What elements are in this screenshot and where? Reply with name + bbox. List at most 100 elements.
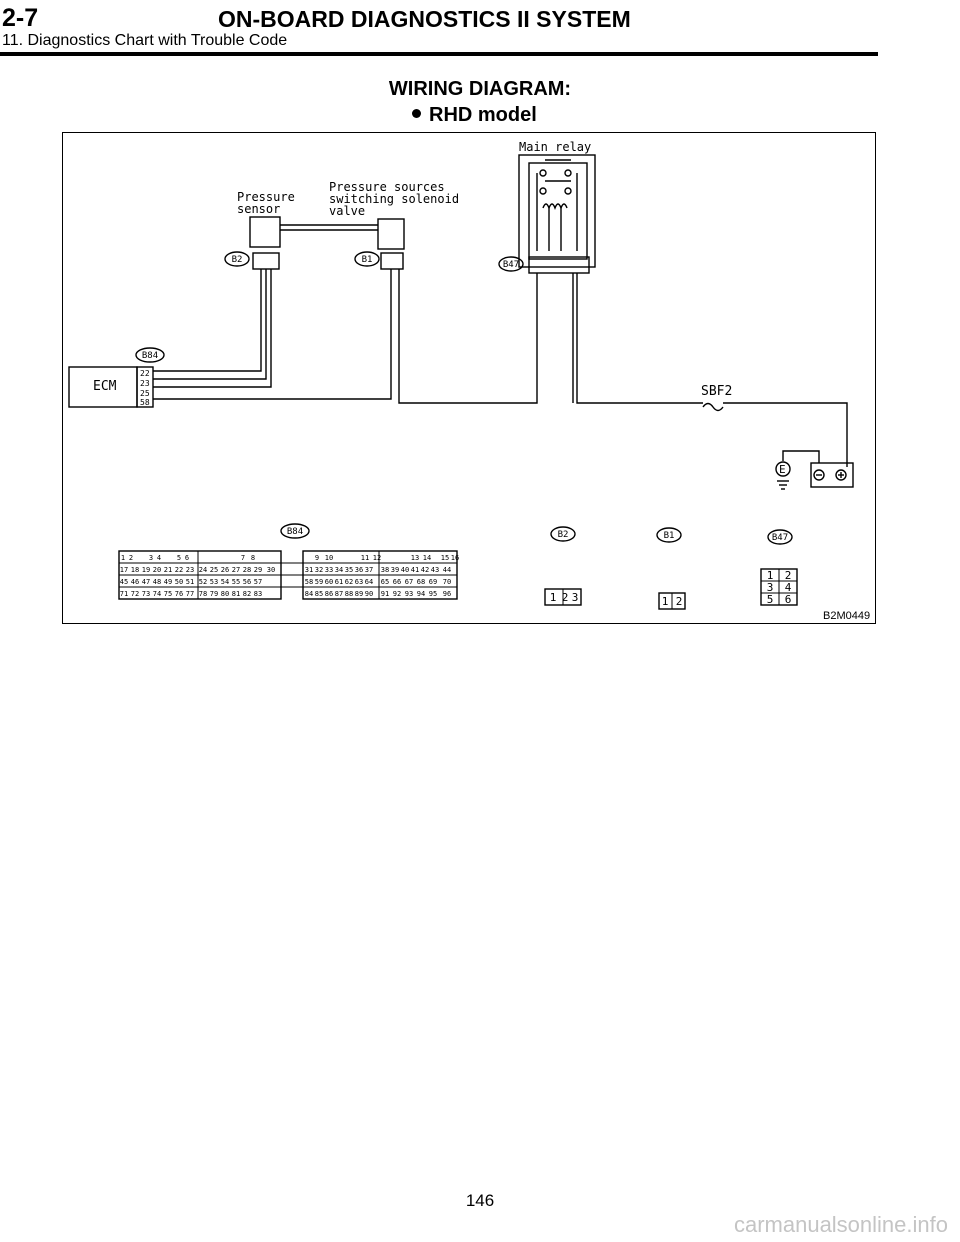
b84-pin: 26	[221, 566, 229, 574]
b84-pin: 12	[373, 554, 381, 562]
b1-pin: 1	[662, 595, 669, 608]
b84-pin: 17	[120, 566, 128, 574]
main-relay-label: Main relay	[519, 140, 591, 154]
b84-pin: 36	[355, 566, 363, 574]
b47-pin: 4	[785, 581, 792, 594]
b84-pin: 47	[142, 578, 150, 586]
b84-pin: 50	[175, 578, 183, 586]
b84-pin: 6	[185, 554, 189, 562]
b84-pin: 18	[131, 566, 139, 574]
b84-pin: 91	[381, 590, 389, 598]
connector-b2-body	[252, 252, 280, 270]
sbf2-label: SBF2	[701, 384, 732, 399]
b84-pin: 61	[335, 578, 343, 586]
b84-pin: 65	[381, 578, 389, 586]
b47-pin: 1	[767, 569, 774, 582]
b84-pin: 37	[365, 566, 373, 574]
diagram-title: WIRING DIAGRAM:	[388, 78, 572, 100]
b84-pin: 44	[443, 566, 451, 574]
b84-pin: 83	[254, 590, 262, 598]
b84-pin: 58	[305, 578, 313, 586]
b84-pin: 57	[254, 578, 262, 586]
earth-label: E	[779, 463, 786, 476]
b84-pin: 85	[315, 590, 323, 598]
pressure-sensor-body	[249, 216, 281, 248]
b84-pin: 76	[175, 590, 183, 598]
connector-b47-body	[528, 256, 590, 274]
b84-pin: 51	[186, 578, 194, 586]
b84-pin: 54	[221, 578, 229, 586]
bullet-icon	[412, 109, 421, 118]
b47-pin: 6	[785, 593, 792, 606]
connector-tag-b47: B47	[503, 260, 519, 270]
wiring-diagram-figure: Main relay Pressure sensor Pressure sour…	[62, 132, 876, 624]
b84-pin: 45	[120, 578, 128, 586]
b84-pin: 3	[149, 554, 153, 562]
valve-label-3: valve	[329, 204, 365, 218]
b84-pin: 60	[325, 578, 333, 586]
solenoid-valve-body	[377, 218, 405, 250]
b84-pin: 84	[305, 590, 313, 598]
b84-pin: 33	[325, 566, 333, 574]
b84-pin: 1	[121, 554, 125, 562]
b84-pin: 28	[243, 566, 251, 574]
b84-pin: 32	[315, 566, 323, 574]
connector-tag-b84: B84	[142, 351, 158, 361]
b84-pin: 96	[443, 590, 451, 598]
b84-pin: 87	[335, 590, 343, 598]
b84-pin: 2	[129, 554, 133, 562]
b84-pin: 62	[345, 578, 353, 586]
page-title: ON-BOARD DIAGNOSTICS II SYSTEM	[218, 6, 631, 32]
connector-tag-b2: B2	[232, 255, 243, 265]
b84-pin: 71	[120, 590, 128, 598]
b84-pin: 38	[381, 566, 389, 574]
connector-b1-body	[380, 252, 404, 270]
b84-pin: 81	[232, 590, 240, 598]
b84-pin: 4	[157, 554, 161, 562]
b84-pin: 93	[405, 590, 413, 598]
b84-pin: 59	[315, 578, 323, 586]
connector-tag-b47: B47	[772, 533, 788, 543]
b84-pin: 56	[243, 578, 251, 586]
b84-pin: 77	[186, 590, 194, 598]
main-relay-box	[518, 154, 596, 268]
b84-pin: 94	[417, 590, 425, 598]
b84-pin: 89	[355, 590, 363, 598]
b84-pin: 22	[175, 566, 183, 574]
diagram-subtitle: RHD model	[412, 104, 537, 127]
b84-pin: 31	[305, 566, 313, 574]
b47-pin: 3	[767, 581, 774, 594]
b84-pin: 48	[153, 578, 161, 586]
b84-pin: 19	[142, 566, 150, 574]
b84-pin: 41	[411, 566, 419, 574]
ecm-label: ECM	[93, 379, 117, 394]
b84-pin: 78	[199, 590, 207, 598]
main-relay-inner	[528, 162, 588, 260]
b84-pin: 34	[335, 566, 343, 574]
b84-pin: 79	[210, 590, 218, 598]
b84-pin: 64	[365, 578, 373, 586]
b1-pin: 2	[676, 595, 683, 608]
b84-pin: 70	[443, 578, 451, 586]
b47-pin: 5	[767, 593, 774, 606]
b84-pin: 27	[232, 566, 240, 574]
b84-pin: 5	[177, 554, 181, 562]
b84-pin: 74	[153, 590, 161, 598]
connector-tag-b84: B84	[287, 527, 303, 537]
b84-pin: 90	[365, 590, 373, 598]
b84-pin: 25	[210, 566, 218, 574]
figure-code: B2M0449	[823, 610, 870, 622]
b84-pin: 40	[401, 566, 409, 574]
page-subtitle: 11. Diagnostics Chart with Trouble Code	[2, 32, 288, 49]
b84-pin: 21	[164, 566, 172, 574]
b84-pin: 63	[355, 578, 363, 586]
b84-pin: 66	[393, 578, 401, 586]
pressure-sensor-label-2: sensor	[237, 202, 280, 216]
b84-pin: 8	[251, 554, 255, 562]
diagram-subtitle-text: RHD model	[429, 104, 537, 126]
b84-pin: 73	[142, 590, 150, 598]
ecm-pin: 22	[140, 369, 150, 378]
b84-pin: 15	[441, 554, 449, 562]
b84-pin: 10	[325, 554, 333, 562]
b84-pin: 82	[243, 590, 251, 598]
